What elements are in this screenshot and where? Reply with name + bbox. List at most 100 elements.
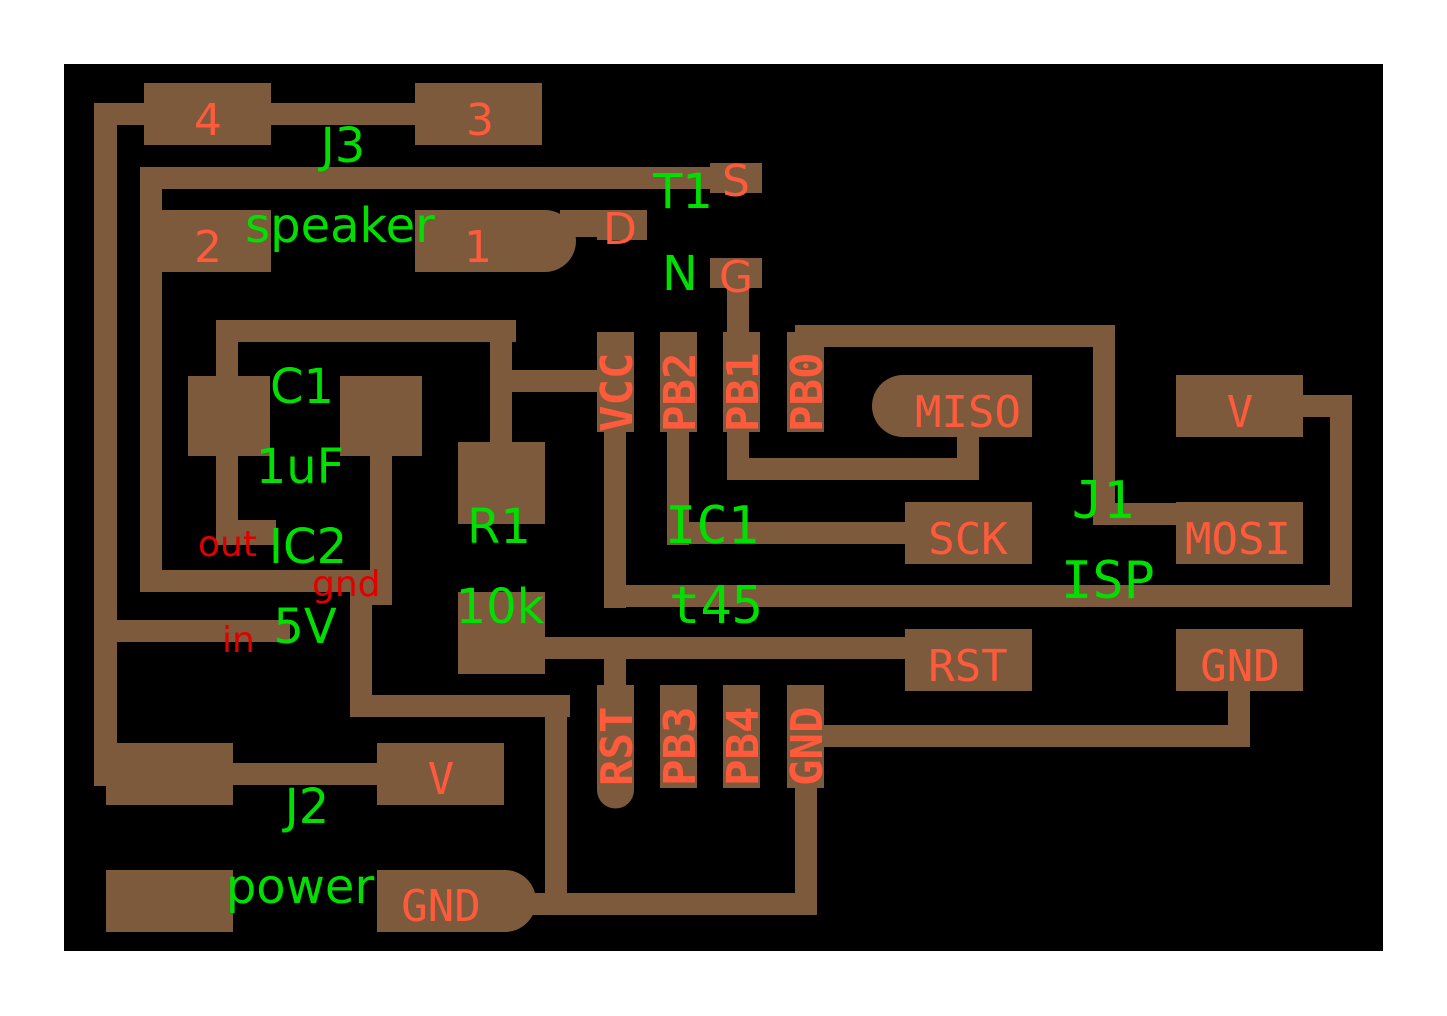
trace (540, 637, 910, 659)
pin-label: 3 (466, 95, 494, 146)
pad-ic1-pb0 (787, 332, 824, 432)
pin-label: GND (1200, 641, 1279, 692)
component-ref-j2: J2 (282, 779, 330, 835)
pad-ic2-gnd (310, 570, 392, 592)
component-ref-ic2: IC2 (269, 519, 347, 575)
trace (545, 695, 567, 915)
pin-label: PB1 (718, 353, 769, 432)
trace (140, 167, 162, 592)
pad-ic2-in (220, 620, 290, 642)
component-value-t1: N (662, 246, 698, 302)
pad-j3-2 (144, 210, 271, 272)
component-value-ic1: t45 (669, 576, 763, 636)
pad-j2-v (377, 743, 504, 805)
pin-label: PB4 (718, 707, 769, 786)
trace (370, 455, 392, 605)
pin-label: out (198, 524, 257, 565)
trace (815, 725, 1250, 747)
component-ref-t1: T1 (652, 164, 713, 220)
pad-t1-d (597, 210, 647, 240)
trace (1093, 325, 1115, 525)
pin-label: PB0 (782, 353, 833, 432)
trace (1295, 395, 1352, 417)
component-ref-j1: J1 (1072, 471, 1135, 531)
trace (1093, 503, 1183, 525)
component-value-c1: 1uF (256, 439, 345, 495)
pad-j2-gnd (377, 870, 536, 932)
trace (667, 430, 689, 545)
pin-label: PB2 (655, 353, 706, 432)
pad-labels: 4 3 2 1 S D G (194, 95, 753, 303)
pad-j1-rst (905, 629, 1032, 691)
pad-ic1-vcc (597, 332, 634, 432)
trace (94, 103, 117, 786)
pad-ic1-pb4 (723, 685, 760, 788)
trace (727, 458, 977, 480)
component-ref-r1: R1 (467, 499, 531, 555)
trace (268, 103, 418, 125)
ic2-pin-labels: out gnd in (198, 524, 381, 661)
trace (530, 893, 817, 915)
trace (216, 320, 516, 342)
pad-ic1-gnd (787, 685, 824, 788)
pin-label: RST (592, 707, 643, 786)
pad-j1-sck (905, 502, 1032, 564)
trace (140, 167, 760, 189)
pad-j1-miso (872, 375, 1032, 437)
trace (604, 585, 1352, 607)
trace (117, 620, 237, 642)
ic-pin-labels: VCC PB2 PB1 PB0 RST PB3 PB4 GND (592, 353, 833, 786)
pin-label: RST (928, 641, 1007, 692)
pad-ic1-pb2 (660, 332, 697, 432)
pin-label: G (719, 252, 753, 303)
pin-label: GND (782, 707, 833, 786)
pad-ic2-out (216, 520, 276, 545)
component-value-j1: ISP (1061, 551, 1155, 611)
pin-label: 1 (464, 222, 492, 273)
pin-label: MOSI (1185, 514, 1291, 565)
component-value-j3: speaker (245, 198, 435, 254)
pin-label: MISO (915, 387, 1021, 438)
pad-r1-1 (458, 442, 545, 524)
copper-traces (94, 103, 1352, 915)
trace (957, 430, 979, 480)
component-value-ic2: 5V (273, 599, 337, 655)
trace (490, 370, 600, 392)
pad-j3-3 (415, 83, 542, 145)
trace (230, 763, 380, 785)
pin-label: V (1227, 387, 1254, 438)
component-ref-c1: C1 (270, 359, 334, 415)
trace (216, 320, 238, 380)
pad-j1-v (1176, 375, 1303, 437)
pin-label: 2 (194, 222, 222, 273)
connector-pin-labels: MISO V SCK MOSI RST GND V GND (401, 387, 1291, 932)
pad-ic1-pb1 (723, 332, 760, 432)
pad-j3-1 (415, 210, 576, 272)
trace (1228, 685, 1250, 747)
pad-j3-4 (144, 83, 271, 145)
silkscreen-mono-labels: IC1 t45 J1 ISP (665, 471, 1155, 636)
trace (350, 695, 570, 717)
pad-t1-g (710, 258, 762, 288)
pad-r1-2 (458, 592, 545, 674)
pad-t1-s (710, 163, 762, 193)
component-ref-j3: J3 (318, 118, 366, 174)
pin-label: in (222, 620, 255, 661)
pad-ic1-pb3 (660, 685, 697, 788)
pin-label: VCC (592, 353, 643, 432)
silkscreen-labels: J3 speaker T1 N C1 1uF IC2 5V R1 10k J2 … (226, 118, 713, 915)
pin-label: S (722, 156, 750, 207)
pin-label: gnd (312, 564, 381, 605)
pad-j1-gnd (1176, 629, 1303, 691)
component-value-r1: 10k (456, 579, 545, 635)
pads (106, 83, 1303, 932)
pin-label: 4 (194, 95, 222, 146)
pad-c1-1 (188, 376, 270, 456)
trace (795, 325, 1115, 347)
pad-ic1-rst (597, 685, 634, 809)
pad-j1-mosi (1176, 502, 1303, 564)
trace (350, 590, 372, 715)
trace (1330, 395, 1352, 607)
component-ref-ic1: IC1 (665, 496, 759, 556)
pin-label: PB3 (655, 707, 706, 786)
